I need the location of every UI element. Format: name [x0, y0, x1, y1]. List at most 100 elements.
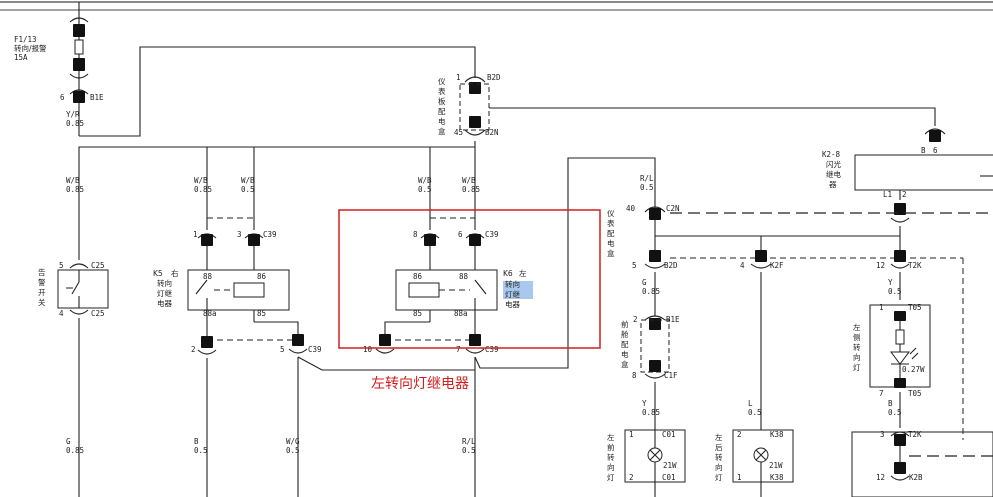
- connector-cap: [644, 373, 666, 379]
- svg-text:K5: K5: [153, 269, 163, 278]
- pin-number: 2: [629, 473, 634, 482]
- wire-gauge: 0.85: [642, 408, 660, 417]
- svg-text:警: 警: [38, 277, 46, 287]
- svg-text:向: 向: [853, 352, 861, 362]
- wire-gauge: 0.85: [642, 287, 660, 296]
- svg-text:表: 表: [438, 86, 446, 96]
- supply-wire: [79, 46, 476, 137]
- lamp-watt: 21W: [769, 461, 783, 470]
- svg-text:转: 转: [715, 452, 723, 462]
- wire-gauge: 0.5: [418, 185, 432, 194]
- hazard-switch-box: [57, 269, 109, 309]
- terminal-label: 85: [257, 309, 266, 318]
- instrument-box-label: 仪 表 配 电 盒: [607, 209, 615, 258]
- pin-label: B: [921, 146, 926, 155]
- wire-color: W/B: [462, 176, 476, 185]
- pin-number: 7: [456, 345, 461, 354]
- svg-text:表: 表: [607, 218, 615, 228]
- connector-cap: [924, 128, 946, 135]
- pin-number: 2: [633, 315, 638, 324]
- pin-number: 4: [740, 261, 745, 270]
- connector-pin: [649, 208, 661, 220]
- connector-cap: [750, 263, 772, 269]
- svg-text:左: 左: [519, 268, 527, 278]
- svg-text:仪: 仪: [607, 209, 615, 218]
- connector-pin: [379, 334, 391, 346]
- annotation-label: 左转向灯继电器: [371, 376, 469, 392]
- dashboard-box: [459, 83, 490, 131]
- wire-color: L: [748, 399, 753, 408]
- svg-text:K2-8: K2-8: [822, 150, 841, 159]
- pin-number: 45: [454, 128, 463, 137]
- svg-text:右: 右: [171, 268, 179, 278]
- wire-gauge: 0.85: [66, 119, 84, 128]
- ground-box: [851, 431, 993, 497]
- connector-code: T2K: [908, 261, 922, 270]
- svg-text:转: 转: [853, 342, 861, 352]
- fuse-symbol: [74, 39, 84, 55]
- connector-code: K38: [770, 430, 784, 439]
- hazard-switch-contact: [66, 270, 80, 308]
- connector-code: B2D: [487, 73, 501, 82]
- connector-code: B2D: [664, 261, 678, 270]
- wire-color: Y/R: [66, 110, 80, 119]
- connector-cap: [644, 206, 666, 213]
- hazard-switch-label: 告 警 开 关: [38, 267, 46, 307]
- svg-text:灯: 灯: [607, 472, 615, 482]
- k6-relay-box: [395, 269, 498, 311]
- connector-code: C01: [662, 430, 676, 439]
- connector-pin: [73, 24, 85, 37]
- connector-pin: [201, 336, 213, 348]
- connector-pin: [469, 82, 481, 94]
- rear-lamp-box: [732, 429, 794, 483]
- connector-code: C25: [91, 261, 105, 270]
- connector-pin: [894, 462, 906, 474]
- connector-pin: [894, 434, 906, 446]
- wire-color: B: [888, 399, 893, 408]
- connector-cap: [69, 89, 89, 95]
- relay-contact: [195, 279, 208, 310]
- connector-cap: [69, 17, 89, 23]
- wire-color: W/B: [194, 176, 208, 185]
- connector-code: C39: [485, 230, 499, 239]
- connector-pin: [469, 234, 481, 246]
- dashboard-box-label: 仪 表 板 配 电 盒: [438, 77, 446, 136]
- wire-gauge: 0.85: [194, 185, 212, 194]
- wire-color: Y: [888, 278, 893, 287]
- led-rays: [909, 347, 919, 360]
- terminal-label: 86: [413, 272, 423, 281]
- flasher-wire: [474, 157, 656, 369]
- svg-text:灯继: 灯继: [157, 288, 172, 298]
- connector-code: C39: [485, 345, 499, 354]
- connector-pin: [73, 91, 85, 103]
- svg-text:电: 电: [607, 238, 615, 248]
- pin-number: 4: [59, 309, 64, 318]
- connector-pin: [649, 250, 661, 262]
- connector-code: T2K: [908, 430, 922, 439]
- connector-cap: [644, 263, 666, 269]
- wire-gauge: 0.5: [748, 408, 762, 417]
- wire-gauge: 0.5: [241, 185, 255, 194]
- pin-number: 6: [458, 230, 463, 239]
- svg-text:转向: 转向: [505, 279, 520, 289]
- connector-cap: [288, 348, 308, 354]
- connector-code: K2F: [770, 261, 784, 270]
- svg-text:转: 转: [607, 452, 615, 462]
- connector-cap: [69, 309, 89, 315]
- cross-wire: [297, 356, 475, 371]
- wire-gauge: 0.85: [462, 185, 480, 194]
- pin-number: 8: [413, 230, 418, 239]
- lamp-watt: 0.27W: [902, 365, 925, 374]
- wire-color: R/L: [462, 437, 476, 446]
- wire-gauge: 0.5: [888, 287, 902, 296]
- pin-number: 12: [876, 473, 885, 482]
- connector-cap: [69, 73, 89, 79]
- terminal-label: 88: [459, 272, 469, 281]
- k5-relay-box: [187, 269, 290, 311]
- pin-number: 7: [879, 389, 884, 398]
- resistor-icon: [895, 329, 905, 345]
- wire-color: Y: [642, 399, 647, 408]
- connector-cap: [890, 475, 910, 481]
- svg-text:向: 向: [607, 462, 615, 472]
- svg-text:左: 左: [715, 432, 723, 442]
